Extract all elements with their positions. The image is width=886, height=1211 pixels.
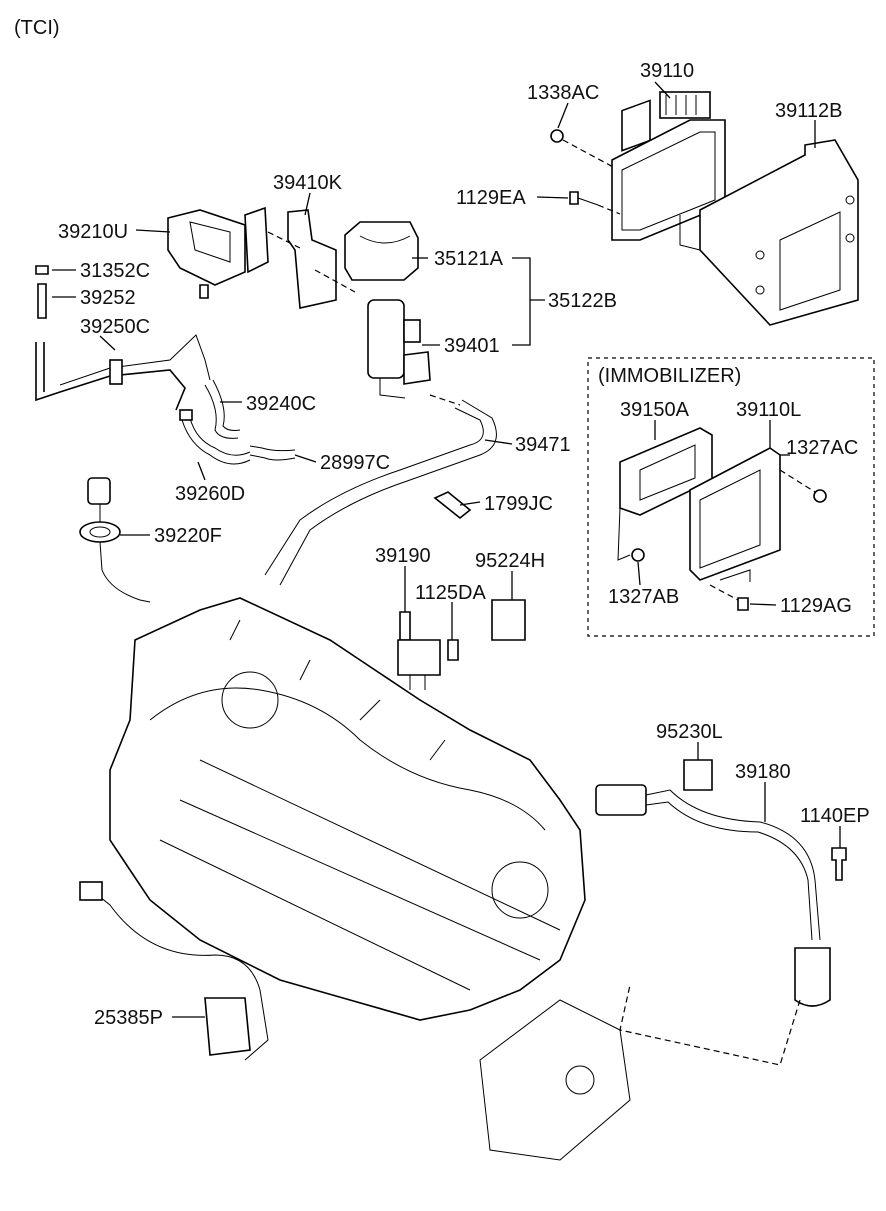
clip-1799JC xyxy=(433,491,472,520)
label-39210U: 39210U xyxy=(58,221,128,243)
label-39110: 39110 xyxy=(640,60,694,82)
nut-1327AC xyxy=(779,469,827,503)
label-39471: 39471 xyxy=(515,434,571,456)
label-39252: 39252 xyxy=(80,287,136,309)
sensor-39220F xyxy=(79,477,151,603)
label-39250C: 39250C xyxy=(80,316,150,338)
label-1327AB: 1327AB xyxy=(608,586,679,608)
immobilizer-module-39110L xyxy=(689,447,781,582)
label-95230L: 95230L xyxy=(656,721,723,743)
label-39240C: 39240C xyxy=(246,393,316,415)
nut-1327AB xyxy=(631,548,645,562)
label-39410K: 39410K xyxy=(273,172,343,194)
label-1338AC: 1338AC xyxy=(527,82,599,104)
label-25385P: 25385P xyxy=(94,1007,163,1029)
label-39180: 39180 xyxy=(735,761,791,783)
label-39110L: 39110L xyxy=(736,399,801,421)
nut-1338AC xyxy=(550,129,616,169)
hose-39260D xyxy=(179,409,251,465)
relay-39190 xyxy=(397,611,441,690)
label-39401: 39401 xyxy=(444,335,500,357)
label-35121A: 35121A xyxy=(434,248,504,270)
solenoid-valve-39401 xyxy=(367,299,431,399)
bolt-1125DA xyxy=(447,639,459,661)
cam-sensor-39180 xyxy=(595,784,831,1066)
relay-95224H xyxy=(491,599,526,641)
label-1129AG: 1129AG xyxy=(780,595,852,617)
cover-35121A xyxy=(344,221,419,281)
label-1129EA: 1129EA xyxy=(456,187,526,209)
bracket-39112B xyxy=(679,139,859,326)
ecu-39110 xyxy=(611,91,726,241)
hose-28997C xyxy=(249,445,296,461)
map-sensor-39210U xyxy=(167,206,269,299)
bolt-1129AG xyxy=(709,584,749,611)
bracket-39410K xyxy=(267,209,356,309)
hose-39240C xyxy=(204,379,241,439)
label-28997C: 28997C xyxy=(320,452,390,474)
label-31352C: 31352C xyxy=(80,260,150,282)
label-1799JC: 1799JC xyxy=(484,493,553,515)
module-25385P xyxy=(79,881,269,1061)
label-39220F: 39220F xyxy=(154,525,222,547)
label-1125DA: 1125DA xyxy=(415,582,486,604)
hose-39252 xyxy=(37,283,47,319)
label-39190: 39190 xyxy=(375,545,431,567)
hose-assembly-39250C xyxy=(35,334,211,411)
clip-31352C xyxy=(35,265,49,275)
label-39112B: 39112B xyxy=(775,100,842,122)
label-35122B: 35122B xyxy=(548,290,617,312)
bolt-1129EA xyxy=(569,191,621,215)
label-39260D: 39260D xyxy=(175,483,245,505)
engine-block xyxy=(109,597,631,1161)
bolt-1140EP xyxy=(831,847,847,881)
relay-95230L xyxy=(683,759,713,791)
label-1140EP: 1140EP xyxy=(800,805,870,827)
hose-39471 xyxy=(264,394,497,586)
immobilizer-box xyxy=(587,357,875,637)
variant-label: (TCI) xyxy=(14,17,60,39)
label-95224H: 95224H xyxy=(475,550,545,572)
label-39150A: 39150A xyxy=(620,399,690,421)
leader-lines xyxy=(52,81,841,1018)
label-1327AC: 1327AC xyxy=(786,437,858,459)
immobilizer-title: (IMMOBILIZER) xyxy=(598,365,741,387)
